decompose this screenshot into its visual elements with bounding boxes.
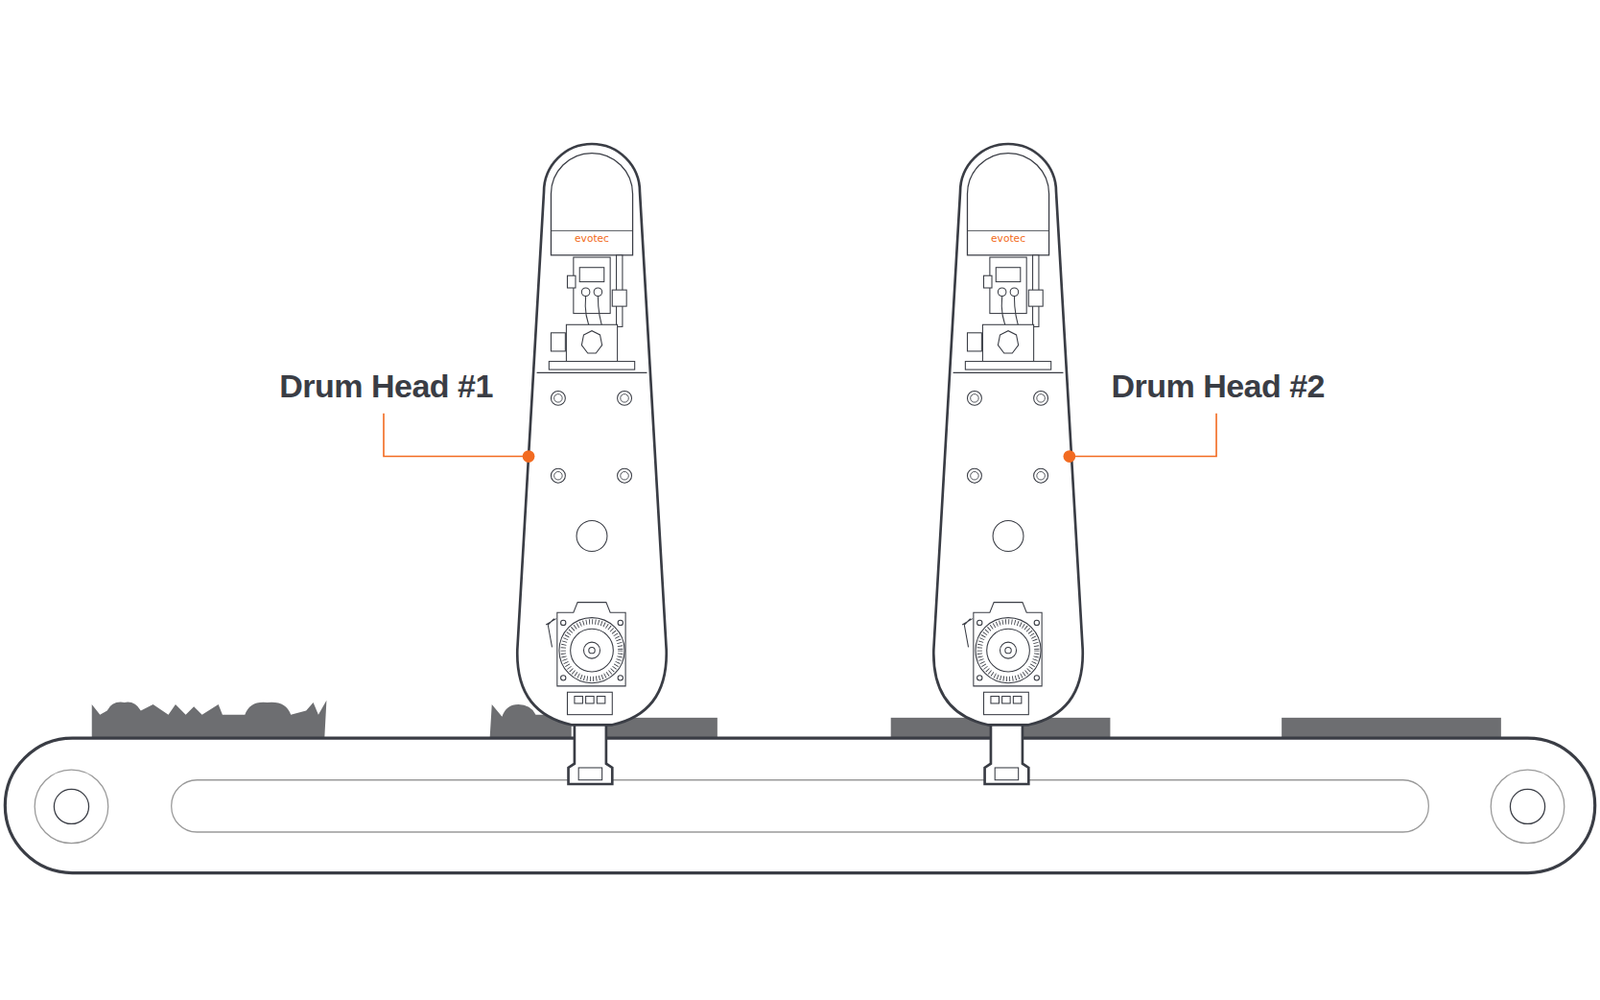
- mechanism: [953, 255, 1064, 373]
- pulley-hub: [53, 788, 89, 824]
- plant-tray: [92, 700, 328, 738]
- cap-seam: [550, 230, 633, 232]
- bolt-hole: [970, 394, 980, 403]
- center-hole: [992, 520, 1024, 552]
- leader-dot: [522, 449, 536, 463]
- tray: [1281, 717, 1502, 738]
- callout-label: Drum Head #1: [279, 369, 494, 402]
- bolt-hole: [620, 470, 630, 480]
- stem-detail: [994, 767, 1018, 780]
- drive-gear: [962, 602, 1042, 715]
- mechanism: [537, 255, 648, 373]
- bolt-hole: [554, 394, 564, 403]
- leader-line: [383, 413, 529, 457]
- conveyor: [4, 737, 1595, 872]
- drum-head: [933, 143, 1083, 784]
- bolt-hole: [966, 468, 982, 483]
- drum-heads: [517, 143, 1083, 784]
- bolt-hole: [620, 394, 630, 403]
- bolt-hole: [1036, 394, 1046, 403]
- bolt-hole: [550, 390, 565, 405]
- bolt-hole: [1034, 390, 1049, 405]
- brand-logo: evotec: [990, 234, 1026, 245]
- drum-cap: [966, 153, 1049, 256]
- bolt-hole: [617, 390, 633, 405]
- bolt-hole: [617, 468, 633, 483]
- bolt-hole: [554, 470, 564, 480]
- drum-cap: [550, 153, 633, 256]
- brand-logo: evotec: [574, 234, 610, 245]
- pulley: [34, 769, 109, 844]
- bolt-hole: [1034, 468, 1049, 483]
- pulley: [1490, 769, 1565, 844]
- bolt-hole: [970, 470, 980, 480]
- pulley-hub: [1509, 788, 1545, 824]
- belt-items: [92, 700, 1502, 738]
- leader-lines: [383, 413, 1217, 463]
- bolt-hole: [1036, 470, 1046, 480]
- drum-body: [517, 143, 666, 725]
- drum-head: [517, 143, 666, 784]
- conveyor-belt: [4, 737, 1595, 872]
- leader-line: [1069, 413, 1217, 457]
- belt-slot: [171, 779, 1430, 832]
- drive-gear: [545, 602, 626, 715]
- bolt-hole: [966, 390, 982, 405]
- cap-seam: [966, 230, 1049, 232]
- bolt-hole: [550, 468, 565, 483]
- center-hole: [576, 520, 608, 552]
- drum-body: [933, 143, 1083, 725]
- callout-label: Drum Head #2: [1110, 369, 1325, 402]
- leader-dot: [1062, 449, 1076, 463]
- stem-detail: [578, 767, 602, 780]
